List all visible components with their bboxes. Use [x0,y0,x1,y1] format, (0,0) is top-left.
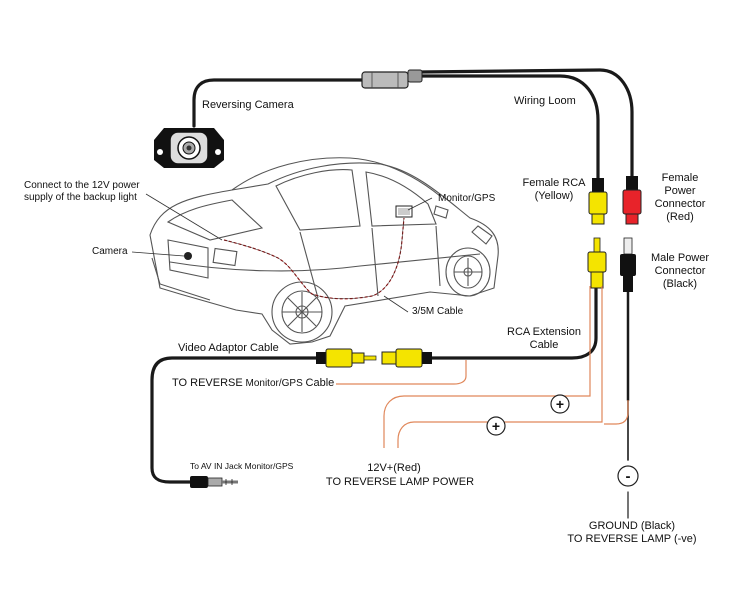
plus-sign-1: + [556,396,564,412]
label-camera: Camera [92,246,128,257]
minus-marker [617,465,639,487]
wiring-loom-junction [361,69,423,89]
label-rca-extension-line2: Cable [529,339,559,351]
label-rca-extension-line1: RCA Extension [507,326,581,338]
label-female-power-line1: Female [661,172,699,184]
ground-wire [604,400,629,425]
plus-marker-2 [486,416,506,436]
label-rca-extension: RCA Extension Cable [504,326,584,352]
monitor-icon [395,205,413,218]
label-female-power-line2: Power [664,185,696,197]
label-to-reverse-prefix: TO REVERSE [172,377,243,389]
car-illustration [149,157,499,345]
label-to-reverse-cable: TO REVERSE Monitor/GPS Cable [172,377,334,390]
label-male-power-line2: Connector [654,265,706,277]
label-female-power-line4: (Red) [666,211,694,223]
female-rca-yellow-icon [588,178,608,225]
minus-sign: - [626,468,631,485]
label-reverse-lamp-power: TO REVERSE LAMP POWER [325,476,475,488]
label-ground-line1: GROUND (Black) [588,520,676,532]
av-jack-icon [190,476,238,488]
label-cable-35m: 3/5M Cable [412,306,464,317]
monitor-gps-lead [336,360,467,385]
label-female-rca-line1: Female RCA [522,177,586,189]
label-male-power-line3: (Black) [662,278,698,290]
plus-marker-1 [550,394,570,414]
male-power-black-icon [620,237,636,292]
label-female-rca: Female RCA (Yellow) [518,177,590,203]
label-12v-red: 12V+(Red) [367,462,421,474]
label-male-power-line1: Male Power [650,252,710,264]
label-wiring-loom: Wiring Loom [514,95,576,107]
label-ground: GROUND (Black) TO REVERSE LAMP (-ve) [548,520,716,546]
label-to-reverse-mid: Monitor/GPS [242,378,306,389]
label-ground-line2: TO REVERSE LAMP (-ve) [567,533,697,545]
label-to-reverse-suffix: Cable [305,377,335,389]
main-cable [150,68,634,519]
label-monitor-gps: Monitor/GPS [438,193,496,204]
plus-sign-2: + [492,418,500,434]
lamp-power-wires [383,286,603,448]
label-video-adaptor: Video Adaptor Cable [178,342,279,354]
female-power-red-icon [622,176,642,225]
label-female-rca-line2: (Yellow) [534,190,574,202]
label-connect-power: Connect to the 12V power supply of the b… [24,180,140,204]
car-camera-icon [184,252,192,260]
leader-lines [131,193,433,313]
label-reversing-camera: Reversing Camera [202,99,294,111]
rca-connector-pair [316,348,432,368]
label-connect-power-line1: Connect to the 12V power [24,180,140,191]
label-female-power-line3: Connector [654,198,706,210]
male-rca-yellow-icon [587,237,607,289]
label-av-in: To AV IN Jack Monitor/GPS [190,461,294,471]
label-male-power: Male Power Connector (Black) [640,252,720,291]
camera-icon [154,128,224,168]
label-connect-power-line2: supply of the backup light [24,192,137,203]
label-female-power: Female Power Connector (Red) [646,172,714,224]
